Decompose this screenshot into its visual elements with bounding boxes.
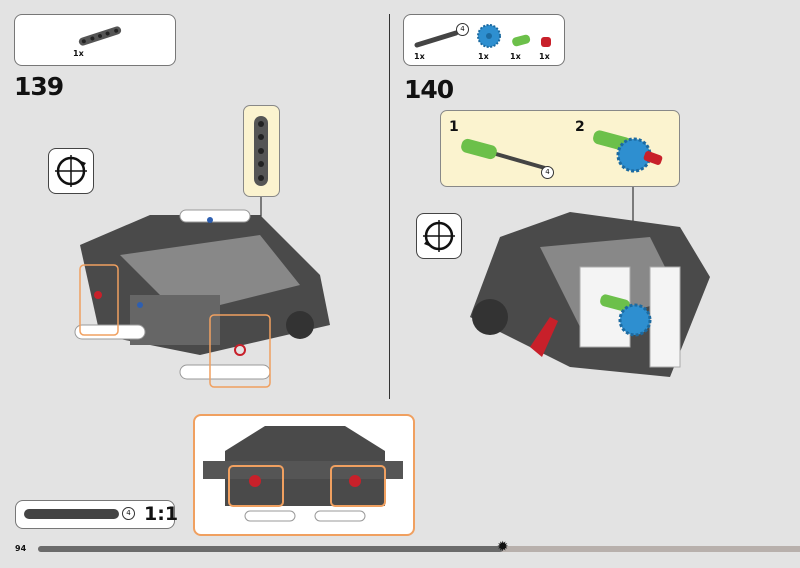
substep-number: 1 [449,119,459,135]
progress-fill [38,546,503,552]
green-connector-icon [512,34,531,47]
size-badge: 4 [122,507,135,520]
callout-liftarm [243,105,280,197]
page-number: 94 [15,544,27,553]
step-divider [389,14,390,399]
step-number-140: 140 [404,75,454,104]
axle-part-icon [414,30,459,48]
rotate-model-icon [416,213,462,259]
liftarm-part-icon [78,26,122,46]
callout-substeps: 1 4 2 [440,110,680,187]
parts-list-139: 1x [14,14,176,66]
axle-with-connector-icon [461,138,546,170]
size-badge: 4 [456,23,469,36]
axle-actual-size [24,509,119,519]
model-140 [470,187,710,377]
model-139 [74,197,330,388]
part-qty: 1x [414,52,425,61]
rotate-model-icon [48,148,94,194]
gear-assembly-icon [593,130,663,173]
progress-marker-icon: ✹ [496,539,509,555]
red-bush-icon [541,37,551,47]
progress-track [38,546,800,552]
parts-list-140: 4 1x 1x 1x 1x [403,14,565,66]
step-number-139: 139 [14,72,64,101]
size-badge: 4 [541,166,554,179]
part-qty: 1x [510,52,521,61]
scale-check-box: 4 1:1 [15,500,179,529]
part-qty: 1x [539,52,550,61]
substep-number: 2 [575,119,585,135]
detail-view [193,414,415,536]
part-qty: 1x [73,49,84,58]
part-qty: 1x [478,52,489,61]
scale-ratio: 1:1 [144,503,179,525]
gear-part-icon [477,24,501,48]
